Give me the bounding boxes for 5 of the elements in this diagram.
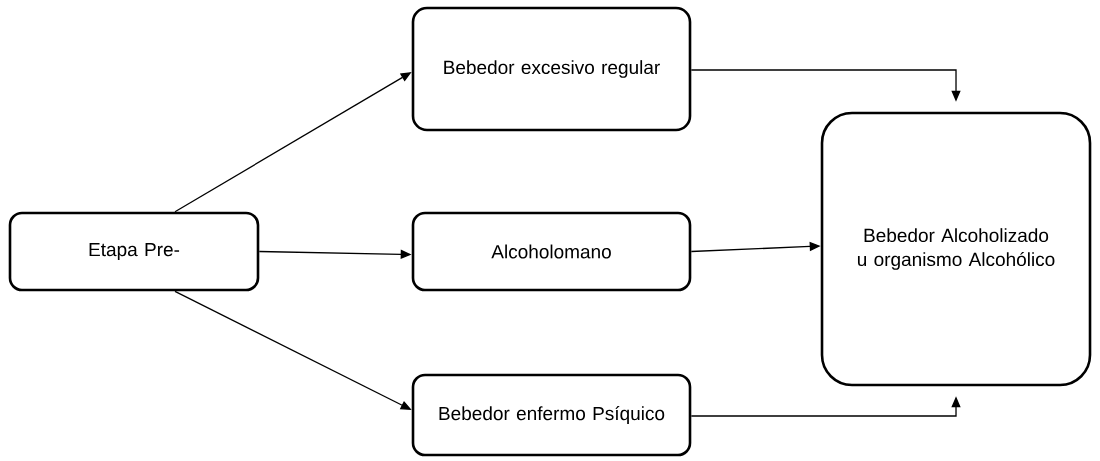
result-box: Bebedor Alcoholizado u organismo Alcohólico [820,111,1092,387]
process-box: Bebedor excesivo regular [411,6,692,132]
process-box: Etapa Pre- [8,211,260,292]
process-box: Bebedor enfermo Psíquico [411,373,692,457]
process-box: Alcoholomano [411,211,692,292]
